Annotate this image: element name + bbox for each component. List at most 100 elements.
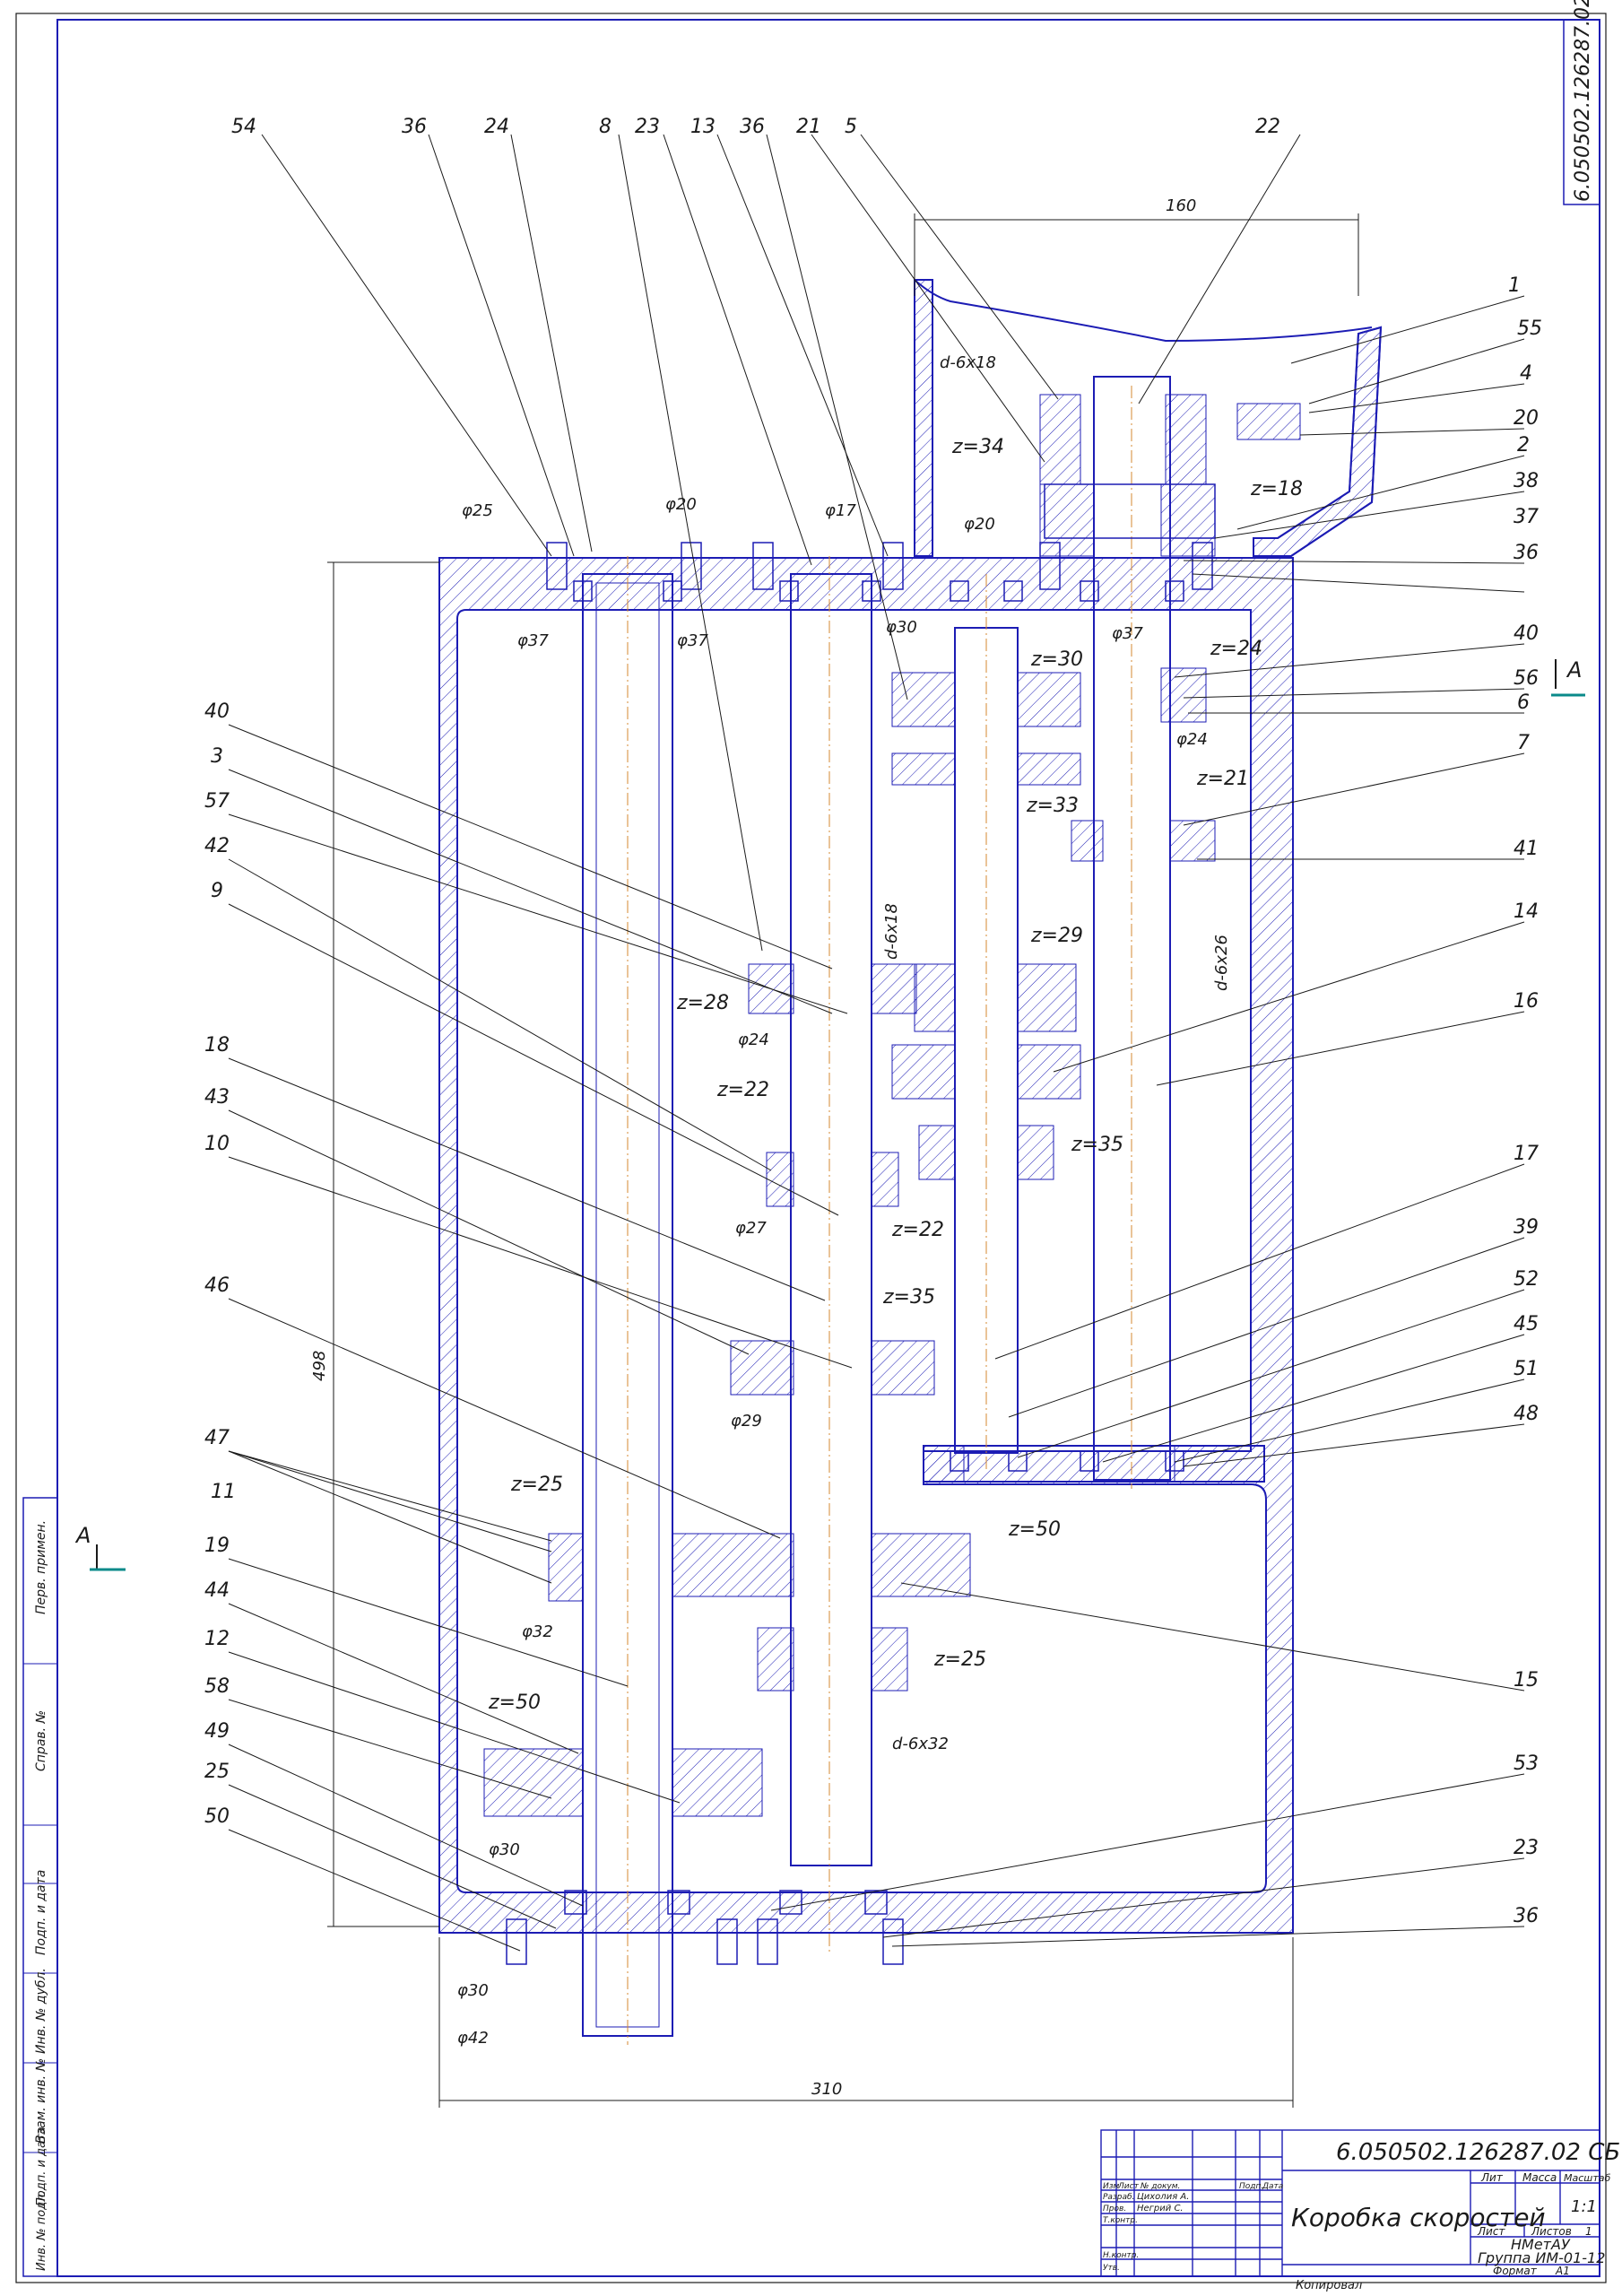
shaft-fourth	[1093, 376, 1171, 1489]
stamp-podp1: Подп. и дата	[34, 1870, 48, 1955]
leader-44: 44	[204, 1579, 230, 1602]
leader-14: 14	[1514, 900, 1539, 923]
section-marker-left: А	[74, 1523, 126, 1571]
leader-23r: 23	[1514, 1837, 1539, 1859]
svg-text:Пров.: Пров.	[1103, 2205, 1126, 2213]
dimensions: 160 498 310	[310, 196, 1359, 2108]
leader-6: 6	[1517, 691, 1530, 714]
svg-text:Т.контр.: Т.контр.	[1103, 2216, 1138, 2225]
leader-lines	[228, 134, 1525, 1952]
gear-z28: z=28	[676, 992, 729, 1014]
shaft-third	[954, 574, 1019, 1471]
leader-47: 47	[204, 1427, 230, 1449]
leader-19: 19	[204, 1535, 230, 1557]
svg-text:Разраб.: Разраб.	[1103, 2193, 1134, 2202]
fit-d25: φ25	[462, 501, 493, 520]
svg-text:Листов: Листов	[1531, 2225, 1572, 2238]
svg-text:Масса: Масса	[1522, 2171, 1557, 2184]
fit-spline-top: d-6x18	[940, 353, 996, 372]
leader-15: 15	[1514, 1669, 1539, 1692]
gear-z33: z=33	[1026, 795, 1079, 817]
fit-d32: φ32	[522, 1622, 553, 1641]
gear-z21: z=21	[1196, 768, 1249, 790]
gear-z35b: z=35	[882, 1286, 935, 1309]
leader-12: 12	[204, 1628, 230, 1650]
stamp-perv: Перв. примен.	[34, 1520, 48, 1614]
svg-text:Копировал: Копировал	[1296, 2279, 1362, 2292]
leader-42: 42	[204, 835, 230, 857]
fit-d27: φ27	[735, 1219, 767, 1238]
svg-text:Н.контр.: Н.контр.	[1103, 2251, 1139, 2260]
fit-d29: φ29	[731, 1412, 762, 1431]
fit-spline-bottom: d-6x32	[892, 1735, 949, 1753]
svg-text:А: А	[1566, 657, 1582, 683]
gear-z35a: z=35	[1071, 1134, 1123, 1156]
gear-labels: z=34 z=18 z=30 z=24 z=33 z=21 z=28 z=29 …	[488, 436, 1303, 1714]
leader-53: 53	[1514, 1752, 1539, 1775]
leader-36r: 36	[1514, 542, 1539, 564]
leader-46: 46	[204, 1274, 230, 1297]
leader-11: 11	[211, 1481, 236, 1503]
stamp-sprav: Справ. №	[34, 1710, 48, 1771]
leader-36b: 36	[740, 116, 765, 138]
svg-text:Масштаб: Масштаб	[1564, 2172, 1610, 2184]
leader-51: 51	[1514, 1358, 1539, 1380]
dim-310: 310	[811, 2080, 842, 2099]
fit-d42: φ42	[457, 2029, 489, 2048]
leader-7: 7	[1517, 732, 1530, 754]
leader-20: 20	[1514, 407, 1539, 430]
scale-value: 1:1	[1571, 2197, 1597, 2216]
outer-frame	[15, 13, 1607, 2283]
stamp-podp2: Подп. и дата	[35, 2126, 48, 2206]
gear-z22b: z=22	[891, 1219, 944, 1241]
leader-49: 49	[204, 1720, 230, 1743]
svg-text:Изм: Изм	[1103, 2182, 1120, 2191]
leader-36rb: 36	[1514, 1905, 1539, 1927]
gear-z50a: z=50	[1008, 1518, 1061, 1541]
section-marker-right: А	[1551, 657, 1585, 697]
leader-10: 10	[204, 1133, 230, 1155]
fit-d20a: φ20	[665, 495, 697, 514]
leader-57: 57	[204, 790, 230, 813]
svg-text:Негрий С.: Негрий С.	[1137, 2204, 1184, 2213]
leader-40r: 40	[1514, 622, 1539, 645]
gears	[483, 394, 1301, 1965]
fit-spline-right: d-6x26	[1212, 935, 1231, 991]
leader-38: 38	[1514, 470, 1539, 492]
leader-50: 50	[204, 1805, 230, 1828]
svg-text:Формат: Формат	[1493, 2265, 1538, 2277]
svg-text:№ докум.: № докум.	[1140, 2182, 1180, 2191]
fit-d30a: φ30	[886, 618, 917, 637]
group-name: Группа ИМ-01-12	[1478, 2249, 1605, 2266]
svg-text:Лит: Лит	[1480, 2171, 1504, 2184]
leader-3: 3	[211, 745, 223, 768]
leader-52: 52	[1514, 1268, 1539, 1291]
gear-z22a: z=22	[716, 1079, 769, 1101]
leader-17: 17	[1514, 1143, 1539, 1165]
leader-25: 25	[204, 1761, 230, 1783]
org-name: НМетАУ	[1511, 2236, 1571, 2253]
title-block: 6.050502.126287.02 СБ Коробка скоростей …	[1100, 2129, 1620, 2292]
svg-text:Лист: Лист	[1117, 2182, 1140, 2191]
leader-1: 1	[1508, 274, 1521, 297]
fit-d37a: φ37	[517, 631, 549, 650]
leader-13: 13	[690, 116, 716, 138]
shaft-main-left	[582, 556, 673, 2045]
fit-d24a: φ24	[1176, 730, 1208, 749]
side-code-text: 6.050502.126287.02 СБ	[1572, 0, 1594, 202]
leader-2: 2	[1517, 434, 1530, 457]
svg-text:А: А	[74, 1523, 91, 1548]
fit-d30b: φ30	[489, 1840, 520, 1859]
leader-5: 5	[845, 116, 857, 138]
leader-55: 55	[1517, 317, 1542, 340]
gear-z24: z=24	[1210, 638, 1262, 660]
svg-text:Дата: Дата	[1262, 2182, 1283, 2191]
fit-d37c: φ37	[1112, 624, 1143, 643]
leader-22: 22	[1255, 116, 1280, 138]
side-code-box	[1563, 19, 1600, 205]
svg-text:Подп.: Подп.	[1239, 2182, 1263, 2191]
fit-annotations: φ25 φ20 φ17 φ20 φ37 φ37 φ30 φ37 φ24 φ24 …	[457, 353, 1231, 2048]
leader-18: 18	[204, 1034, 230, 1057]
leader-4: 4	[1520, 362, 1532, 385]
